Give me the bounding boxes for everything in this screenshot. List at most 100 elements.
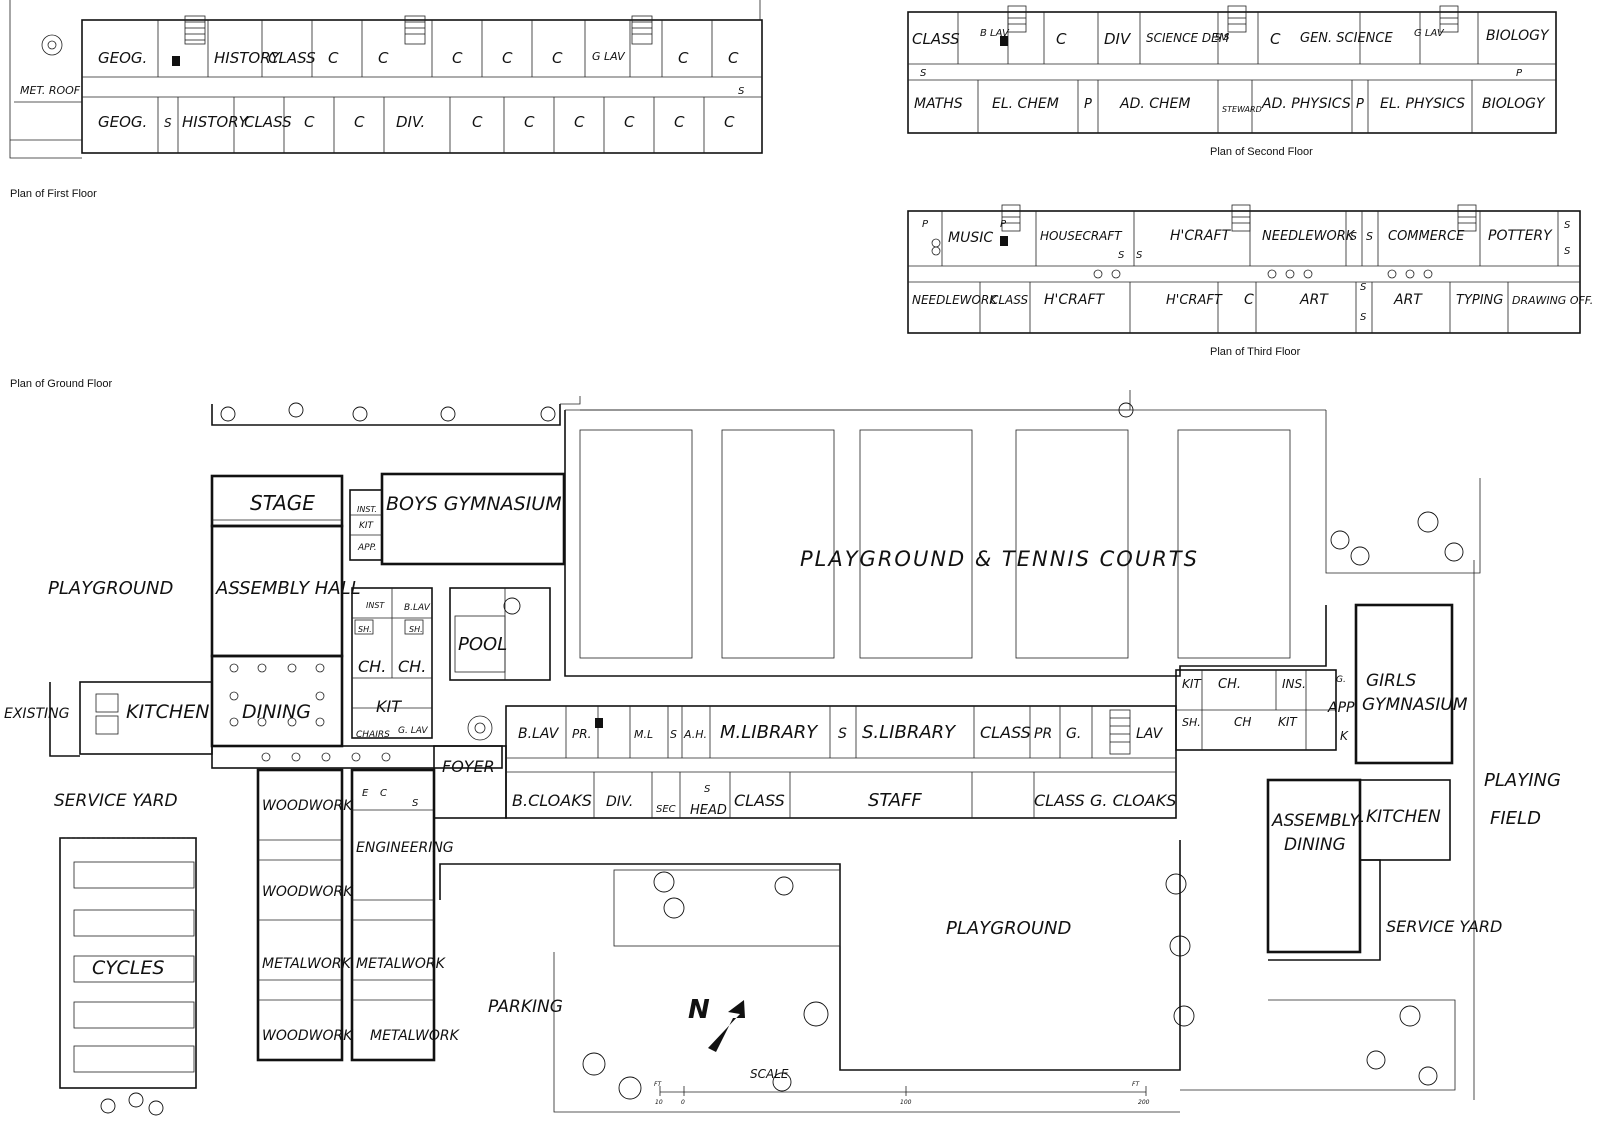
s-label: S: [704, 784, 711, 795]
room-label: C: [524, 113, 535, 131]
room-label: EL. CHEM: [992, 96, 1059, 112]
s-label: S: [412, 798, 419, 809]
kitchen-label: KITCHEN: [126, 701, 209, 723]
room-label: CLASS: [268, 49, 316, 67]
room-label: HISTORY: [182, 113, 250, 131]
e-label: E: [362, 788, 369, 799]
stair-icon: [1007, 5, 1459, 33]
g-lav-label: G. LAV: [398, 726, 428, 736]
kit-label: KIT: [359, 521, 375, 531]
room-label: C: [502, 49, 513, 67]
room-label: GEOG.: [98, 113, 147, 131]
room-label: C: [724, 113, 735, 131]
met-roof-label: MET. ROOF: [20, 84, 81, 97]
room-label: BIOLOGY: [1486, 28, 1550, 44]
room-label: STEWARD: [1222, 105, 1262, 114]
class-label: CLASS: [734, 791, 785, 810]
dining-label: DINING: [242, 701, 311, 723]
g-label: G.: [1336, 675, 1346, 685]
room-label: ART: [1299, 292, 1329, 308]
room-label: C: [378, 49, 389, 67]
room-label: S S: [1215, 33, 1230, 43]
room-label: POTTERY: [1488, 228, 1553, 244]
girls-gym-label: GIRLS: [1366, 671, 1416, 691]
scale-tick-label: 10: [655, 1099, 663, 1106]
foyer-label: FOYER: [442, 757, 495, 776]
parking-label: PARKING: [488, 997, 563, 1017]
room-label: CLASS: [990, 293, 1028, 307]
kit2-label: KIT: [376, 697, 402, 716]
spiral-stair-icon: [467, 715, 493, 741]
g-label: G.: [1066, 726, 1081, 742]
room-label: C: [674, 113, 685, 131]
kit-label: KIT: [1182, 677, 1202, 691]
room-label: C: [1244, 292, 1254, 308]
room-label: C: [304, 113, 315, 131]
room-label: EL. PHYSICS: [1380, 96, 1465, 112]
room-label: DRAWING OFF.: [1512, 294, 1593, 307]
room-label: CLASS: [912, 30, 960, 48]
scale-tick-label: 100: [900, 1099, 912, 1106]
metalwork-label: METALWORK: [356, 956, 447, 972]
room-label: NEEDLEWORK: [1262, 229, 1356, 244]
div-label: DIV.: [606, 794, 633, 810]
lift-icon: [1000, 236, 1008, 246]
room-label: C: [472, 113, 483, 131]
boys-gym-label: BOYS GYMNASIUM: [386, 493, 562, 515]
cycle-racks: [73, 861, 195, 1073]
tennis-courts: [579, 429, 1291, 659]
room-label: C: [678, 49, 689, 67]
room-label: S: [1366, 230, 1373, 243]
service-yard-east-label: SERVICE YARD: [1386, 917, 1502, 936]
second-floor-caption: Plan of Second Floor: [1210, 146, 1313, 158]
room-label: H'CRAFT: [1166, 293, 1223, 308]
room-label: GEN. SCIENCE: [1300, 31, 1393, 46]
inst-label: INST.: [357, 505, 377, 514]
metalwork-label: METALWORK: [370, 1028, 461, 1044]
scale-tick-label: 0: [681, 1099, 685, 1106]
ch-label: CH.: [1218, 677, 1241, 692]
room-label: HISTORY: [214, 49, 282, 67]
second-floor-plan: CLASS B LAV C DIV SCIENCE DEM S S C GEN.…: [907, 5, 1557, 158]
room-label: TYPING: [1456, 293, 1503, 308]
spiral-stair-icon: [41, 34, 63, 56]
room-label: G LAV: [592, 50, 626, 63]
existing-label: EXISTING: [4, 706, 70, 722]
m-library-label: M.LIBRARY: [720, 722, 819, 743]
room-label: C: [1270, 30, 1281, 48]
room-label: P: [1000, 219, 1007, 230]
room-label: C: [552, 49, 563, 67]
b-lav2-label: B.LAV: [518, 726, 560, 742]
dining-columns: [229, 663, 325, 727]
app-label: APP: [1327, 700, 1355, 716]
room-label: CLASS: [244, 113, 292, 131]
room-label: S: [1564, 246, 1571, 257]
room-label: MATHS: [914, 96, 963, 112]
room-label: GEOG.: [98, 49, 147, 67]
first-floor-plan: MET. ROOF GEOG. HISTORY CLASS C C C C C …: [9, 0, 763, 200]
room-label: H'CRAFT: [1044, 292, 1106, 308]
staff-label: STAFF: [868, 790, 922, 811]
scale-tick-label: FT: [654, 1081, 662, 1088]
ml-label: M.L: [634, 728, 653, 741]
room-label: S: [738, 86, 745, 97]
room-label: S: [1360, 312, 1367, 323]
north-arrow-icon: [708, 1000, 745, 1052]
lift-icon: [1000, 36, 1008, 46]
stair-icon: [1109, 709, 1131, 755]
ground-floor-plan: [49, 390, 1481, 1116]
room-label: HOUSECRAFT: [1040, 229, 1123, 243]
room-label: C: [452, 49, 463, 67]
room-label: S: [1350, 230, 1357, 243]
cycles-label: CYCLES: [92, 957, 164, 979]
third-floor-plan: P MUSIC P HOUSECRAFT H'CRAFT NEEDLEWORK …: [907, 204, 1593, 358]
room-label: AD. PHYSICS: [1261, 96, 1351, 112]
ch-label: CH.: [358, 657, 386, 676]
pool-label: POOL: [458, 634, 507, 655]
room-label: P: [1356, 97, 1364, 112]
engineering-label: ENGINEERING: [356, 840, 454, 856]
playground-tennis-label: PLAYGROUND & TENNIS COURTS: [800, 547, 1199, 571]
ah-label: A.H.: [683, 728, 707, 741]
class-label: CLASS: [1034, 791, 1085, 810]
